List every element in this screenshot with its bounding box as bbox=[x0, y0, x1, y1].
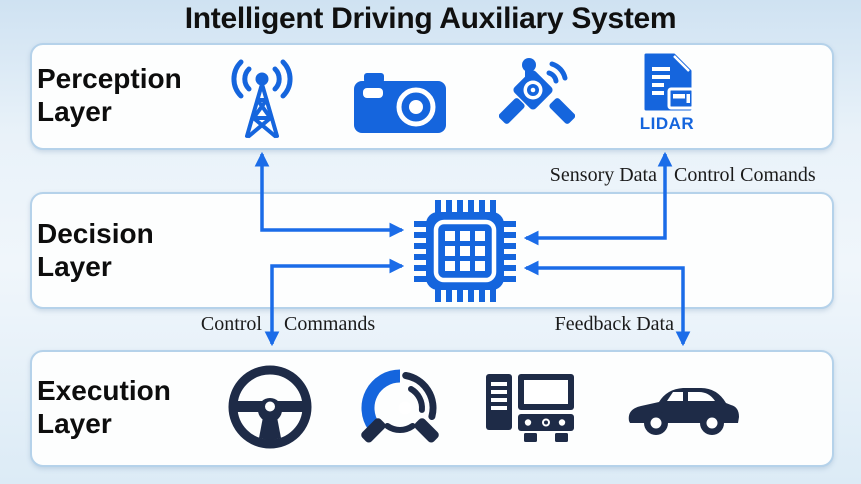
execution-label-line1: Execution bbox=[37, 375, 171, 406]
brake-disc-icon bbox=[361, 369, 439, 443]
perception-layer-label: Perception Layer bbox=[37, 62, 182, 128]
decision-label-line2: Layer bbox=[37, 251, 112, 282]
control-comands-label: Control Comands bbox=[674, 164, 816, 186]
lidar-document-icon bbox=[644, 53, 695, 111]
control-comands-arrow bbox=[523, 151, 673, 246]
decision-label-line1: Decision bbox=[37, 218, 154, 249]
camera-icon bbox=[354, 73, 446, 133]
sensory-data-arrow bbox=[254, 151, 405, 238]
lidar-label: LIDAR bbox=[639, 114, 695, 133]
control-commands-arrow bbox=[264, 258, 405, 347]
satellite-icon bbox=[499, 58, 575, 124]
diagram-title: Intelligent Driving Auxiliary System bbox=[184, 2, 677, 35]
radio-tower-icon bbox=[231, 59, 293, 138]
cpu-chip-icon bbox=[414, 200, 516, 302]
decision-layer-label: Decision Layer bbox=[37, 217, 154, 283]
execution-layer-label: Execution Layer bbox=[37, 374, 171, 440]
ecu-computer-icon bbox=[486, 374, 574, 442]
execution-label-line2: Layer bbox=[37, 408, 112, 439]
feedback-data-arrow bbox=[523, 260, 691, 347]
perception-label-line2: Layer bbox=[37, 96, 112, 127]
perception-label-line1: Perception bbox=[37, 63, 182, 94]
steering-wheel-icon bbox=[228, 365, 312, 449]
car-icon bbox=[628, 388, 739, 435]
control-label: Control bbox=[200, 313, 262, 335]
